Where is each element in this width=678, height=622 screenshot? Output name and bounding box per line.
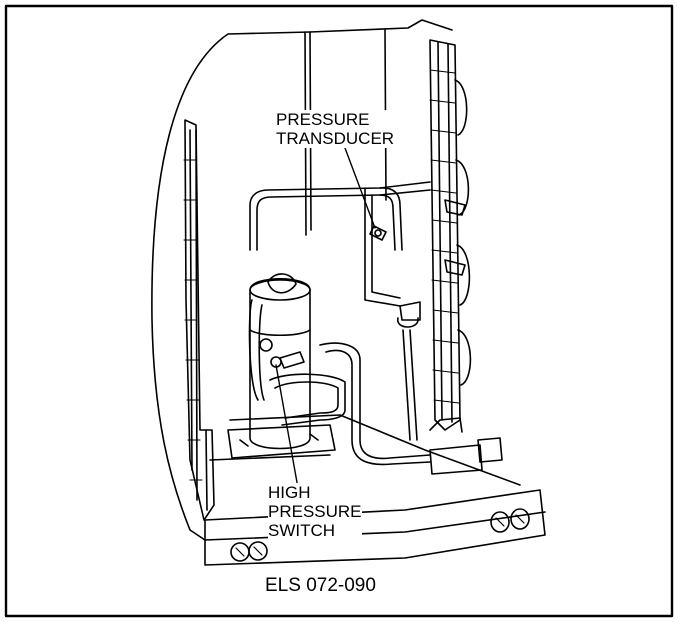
right-coil — [429, 39, 472, 431]
high-pressure-switch-label: HIGH PRESSURE SWITCH — [268, 483, 362, 540]
base-pan — [204, 414, 546, 566]
callout-line: SWITCH — [268, 521, 336, 540]
left-coil — [183, 119, 215, 521]
cabinet-outline — [151, 19, 453, 541]
callout-line: TRANSDUCER — [276, 129, 395, 148]
compressor — [227, 273, 336, 459]
leader-transducer — [344, 147, 376, 229]
callout-line: PRESSURE — [268, 502, 362, 521]
callout-line: HIGH — [268, 483, 311, 502]
pressure-transducer-label: PRESSURE TRANSDUCER — [276, 110, 395, 148]
figure-border — [4, 4, 674, 618]
figure-id: ELS 072-090 — [265, 575, 376, 596]
piping — [248, 181, 503, 475]
callout-line: PRESSURE — [276, 110, 370, 129]
leader-switch — [275, 364, 299, 489]
pressure-transducer — [369, 225, 387, 241]
